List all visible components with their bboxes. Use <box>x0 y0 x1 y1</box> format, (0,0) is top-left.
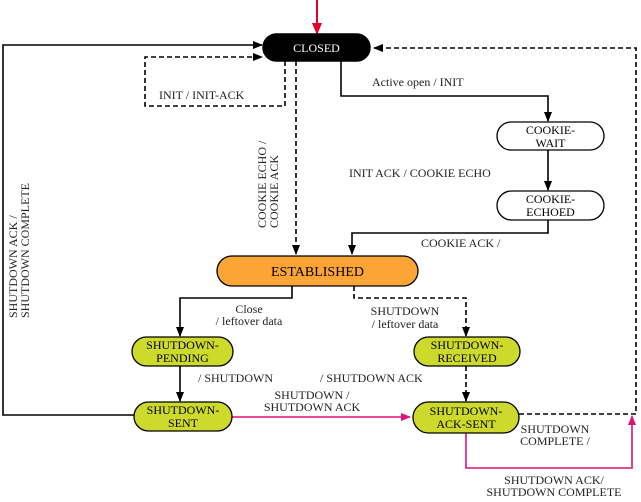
state-shutdown-sent-line2: SENT <box>168 416 199 430</box>
label-left-line1: SHUTDOWN ACK / <box>6 215 20 318</box>
edge-ack-sent-closed <box>373 44 637 415</box>
state-established-label: ESTABLISHED <box>271 265 364 280</box>
edge-cookie-ack <box>348 220 549 255</box>
edge-active-open <box>340 61 552 122</box>
label-cookie-echo-cookie-ack: COOKIE ECHO / COOKIE ACK <box>255 140 281 228</box>
edge-shutdown-sent-closed <box>2 41 263 416</box>
label-shutdown-ack-complete-left: SHUTDOWN ACK / SHUTDOWN COMPLETE <box>6 183 32 318</box>
label-init-init-ack: INIT / INIT-ACK <box>159 88 245 102</box>
state-shutdown-received-line2: RECEIVED <box>437 351 497 365</box>
label-shutdown-shutdown-ack-line2: SHUTDOWN ACK <box>264 400 361 414</box>
label-cookie-ack: COOKIE ACK / <box>421 236 501 250</box>
state-cookie-echoed: COOKIE- ECHOED <box>496 190 605 221</box>
edge-init-init-ack <box>144 53 286 107</box>
state-closed-label: CLOSED <box>293 41 340 55</box>
label-slash-shutdown: / SHUTDOWN <box>198 371 273 385</box>
state-cookie-wait: COOKIE- WAIT <box>496 121 605 151</box>
state-shutdown-received-line1: SHUTDOWN- <box>431 338 504 352</box>
label-shutdown-complete-line2: COMPLETE / <box>520 434 590 448</box>
state-shutdown-ack-sent: SHUTDOWN- ACK-SENT <box>412 401 520 434</box>
label-close-line1: Close <box>235 302 262 316</box>
state-closed: CLOSED <box>262 33 371 62</box>
state-shutdown-sent-line1: SHUTDOWN- <box>147 403 220 417</box>
label-cookie-echo-line2: COOKIE ACK <box>267 155 281 228</box>
state-cookie-wait-line2: WAIT <box>536 136 567 150</box>
label-left-line2: SHUTDOWN COMPLETE <box>18 183 32 318</box>
edge-ack-sent-self <box>465 415 636 469</box>
label-close-line2: / leftover data <box>216 314 283 328</box>
label-shutdown-shutdown-ack-line1: SHUTDOWN / <box>275 388 351 402</box>
label-cookie-echo-line1: COOKIE ECHO / <box>255 140 269 228</box>
label-bottom-line2: SHUTDOWN COMPLETE <box>487 485 622 499</box>
state-shutdown-ack-sent-line1: SHUTDOWN- <box>430 404 503 418</box>
state-established: ESTABLISHED <box>216 255 419 287</box>
label-slash-shutdown-ack: / SHUTDOWN ACK <box>320 371 423 385</box>
state-shutdown-ack-sent-line2: ACK-SENT <box>436 417 496 431</box>
label-init-ack-cookie-echo: INIT ACK / COOKIE ECHO <box>349 166 491 180</box>
state-shutdown-received: SHUTDOWN- RECEIVED <box>413 336 521 367</box>
edge-shutdown-received <box>353 286 470 337</box>
label-bottom-line1: SHUTDOWN ACK/ <box>504 473 604 487</box>
label-shutdown-complete-line1: SHUTDOWN <box>521 422 590 436</box>
edge-close <box>176 286 293 337</box>
state-cookie-wait-line1: COOKIE- <box>526 123 575 137</box>
state-shutdown-pending-line1: SHUTDOWN- <box>146 338 219 352</box>
label-shutdown-leftover-line2: / leftover data <box>372 317 439 331</box>
state-shutdown-sent: SHUTDOWN- SENT <box>133 401 233 432</box>
label-shutdown-leftover-line1: SHUTDOWN <box>371 304 440 318</box>
state-shutdown-pending: SHUTDOWN- PENDING <box>131 336 234 367</box>
state-shutdown-pending-line2: PENDING <box>156 351 209 365</box>
state-cookie-echoed-line2: ECHOED <box>526 205 575 219</box>
state-cookie-echoed-line1: COOKIE- <box>526 192 575 206</box>
label-active-open: Active open / INIT <box>372 75 464 89</box>
